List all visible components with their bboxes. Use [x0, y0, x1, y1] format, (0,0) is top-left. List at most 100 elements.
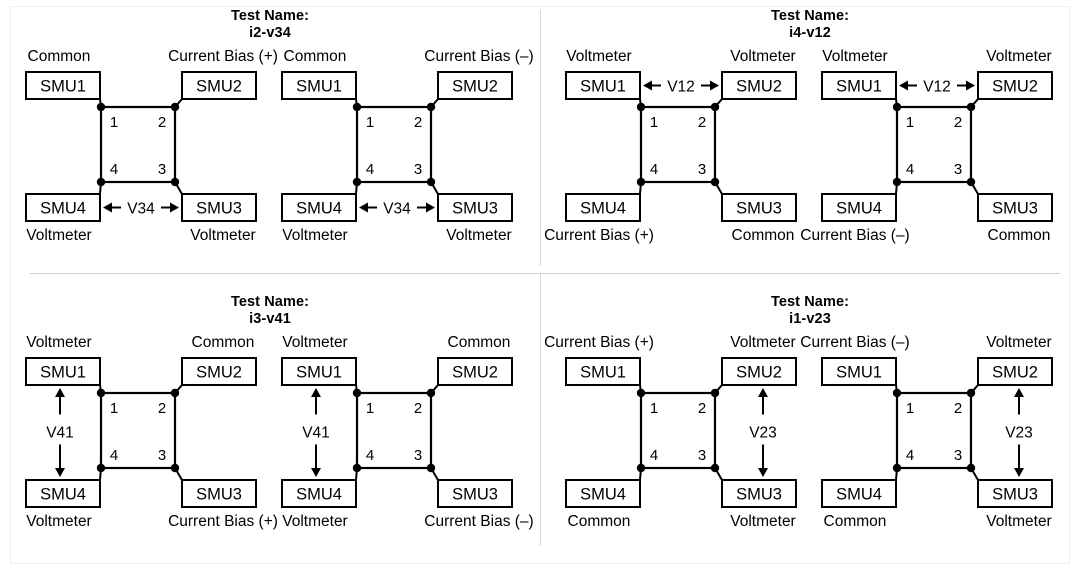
smu-box-smu4[interactable]: SMU4 [821, 479, 897, 508]
pin-label-3: 3 [954, 161, 962, 178]
smu-box-smu2[interactable]: SMU2 [437, 357, 513, 386]
caption-smu1-role: Voltmeter [566, 48, 631, 65]
contact-node-4 [352, 177, 362, 187]
contact-node-1 [352, 102, 362, 112]
smu-box-smu1[interactable]: SMU1 [565, 71, 641, 100]
smu-box-smu2[interactable]: SMU2 [721, 71, 797, 100]
smu-box-smu2[interactable]: SMU2 [977, 71, 1053, 100]
smu-box-smu1-outline [565, 71, 641, 100]
pin-label-2: 2 [158, 114, 166, 131]
measurement-label: V23 [1005, 425, 1033, 442]
smu-box-smu1[interactable]: SMU1 [821, 71, 897, 100]
contact-node-4 [96, 463, 106, 473]
smu-box-smu3[interactable]: SMU3 [721, 193, 797, 222]
smu-box-smu3-outline [181, 193, 257, 222]
smu-box-smu2[interactable]: SMU2 [437, 71, 513, 100]
pin-label-1: 1 [366, 400, 374, 417]
pin-label-1: 1 [650, 400, 658, 417]
smu-box-smu3[interactable]: SMU3 [437, 479, 513, 508]
arrowhead-up [55, 388, 65, 397]
smu-box-smu4-label: SMU4 [580, 486, 626, 504]
measurement-label: V23 [749, 425, 777, 442]
caption-smu3-role: Current Bias (–) [424, 513, 533, 530]
pin-label-1: 1 [906, 114, 914, 131]
pin-label-4: 4 [650, 447, 658, 464]
caption-smu3-role: Voltmeter [446, 227, 511, 244]
caption-smu4-role: Current Bias (+) [544, 227, 654, 244]
smu-box-smu3[interactable]: SMU3 [181, 193, 257, 222]
smu-box-smu3-outline [721, 479, 797, 508]
contact-node-4 [636, 463, 646, 473]
pin-label-4: 4 [906, 447, 914, 464]
smu-box-smu4[interactable]: SMU4 [821, 193, 897, 222]
measurement-annotation-V41: V41 [46, 388, 74, 477]
pin-label-4: 4 [110, 161, 118, 178]
measurement-annotation-V12: V12 [899, 79, 975, 96]
contact-node-2 [966, 102, 976, 112]
smu-box-smu4-label: SMU4 [580, 200, 626, 218]
caption-smu3-role: Current Bias (+) [168, 513, 278, 530]
smu-box-smu4[interactable]: SMU4 [281, 193, 357, 222]
smu-box-smu2-label: SMU2 [992, 78, 1038, 96]
pin-label-3: 3 [698, 447, 706, 464]
arrowhead-left [103, 202, 112, 213]
smu-box-smu1-label: SMU1 [580, 78, 626, 96]
smu-box-smu2-outline [437, 357, 513, 386]
contact-node-4 [352, 463, 362, 473]
smu-box-smu2[interactable]: SMU2 [977, 357, 1053, 386]
smu-box-smu2-outline [181, 71, 257, 100]
smu-box-smu1-label: SMU1 [296, 364, 342, 382]
smu-box-smu1[interactable]: SMU1 [281, 71, 357, 100]
smu-box-smu2-label: SMU2 [196, 364, 242, 382]
smu-box-smu4-outline [565, 479, 641, 508]
smu-box-smu1-outline [821, 357, 897, 386]
smu-box-smu2-outline [437, 71, 513, 100]
smu-box-smu4-label: SMU4 [40, 200, 86, 218]
smu-box-smu2-outline [977, 357, 1053, 386]
smu-box-smu4[interactable]: SMU4 [565, 479, 641, 508]
contact-node-2 [710, 102, 720, 112]
smu-box-smu2[interactable]: SMU2 [721, 357, 797, 386]
divider-horizontal [30, 273, 1060, 274]
smu-box-smu3[interactable]: SMU3 [721, 479, 797, 508]
contact-node-2 [426, 102, 436, 112]
smu-box-smu1[interactable]: SMU1 [281, 357, 357, 386]
smu-box-smu2[interactable]: SMU2 [181, 357, 257, 386]
smu-box-smu3-label: SMU3 [452, 200, 498, 218]
caption-smu1-role: Voltmeter [282, 334, 347, 351]
smu-box-smu4[interactable]: SMU4 [25, 193, 101, 222]
contact-node-1 [96, 388, 106, 398]
smu-box-smu3[interactable]: SMU3 [437, 193, 513, 222]
measurement-label: V12 [923, 79, 951, 96]
smu-box-smu1[interactable]: SMU1 [821, 357, 897, 386]
caption-smu2-role: Voltmeter [730, 48, 795, 65]
test-name-heading: Test Name:i1-v23 [540, 294, 1080, 328]
smu-box-smu1-label: SMU1 [836, 364, 882, 382]
smu-box-smu3[interactable]: SMU3 [181, 479, 257, 508]
divider-vertical-top [540, 10, 541, 266]
smu-box-smu1[interactable]: SMU1 [25, 357, 101, 386]
smu-box-smu4[interactable]: SMU4 [565, 193, 641, 222]
smu-box-smu4[interactable]: SMU4 [281, 479, 357, 508]
smu-box-smu4[interactable]: SMU4 [25, 479, 101, 508]
smu-box-smu3[interactable]: SMU3 [977, 193, 1053, 222]
smu-box-smu2[interactable]: SMU2 [181, 71, 257, 100]
contact-node-2 [966, 388, 976, 398]
caption-smu1-role: Current Bias (+) [544, 334, 654, 351]
smu-box-smu2-outline [721, 357, 797, 386]
contact-node-3 [426, 463, 436, 473]
pin-label-2: 2 [698, 114, 706, 131]
contact-node-3 [710, 463, 720, 473]
caption-smu4-role: Voltmeter [26, 227, 91, 244]
contact-node-4 [892, 177, 902, 187]
contact-node-2 [170, 102, 180, 112]
smu-box-smu3[interactable]: SMU3 [977, 479, 1053, 508]
smu-box-smu1[interactable]: SMU1 [565, 357, 641, 386]
sample-square [895, 105, 973, 184]
smu-box-smu1[interactable]: SMU1 [25, 71, 101, 100]
smu-box-smu1-label: SMU1 [296, 78, 342, 96]
